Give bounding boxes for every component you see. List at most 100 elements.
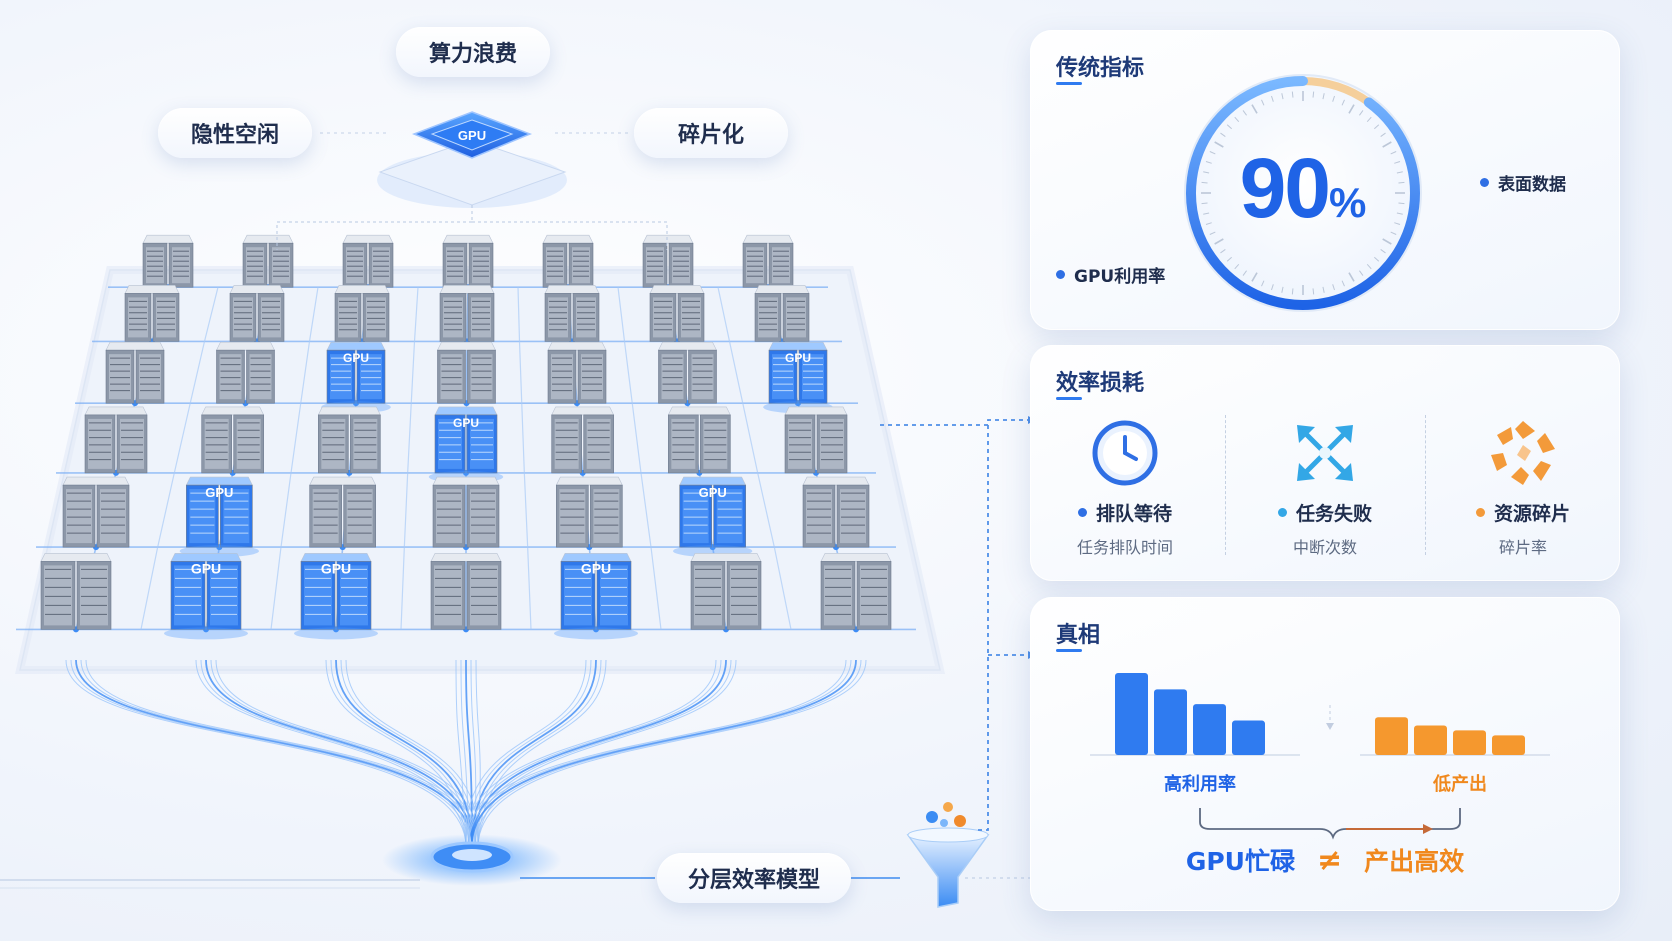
comparison-brace — [1199, 808, 1461, 840]
server-rack — [105, 341, 165, 404]
server-rack — [649, 285, 705, 342]
fiber-line — [465, 659, 587, 846]
gauge-tick — [1226, 124, 1232, 130]
low-output-bar — [1453, 730, 1486, 755]
gauge-tick — [1348, 272, 1355, 282]
traditional-title: 传统指标 — [1056, 56, 1145, 81]
fiber-line — [345, 659, 479, 846]
gauge-tick — [1226, 256, 1232, 262]
high-label: 高利用率 — [1164, 774, 1236, 795]
connector-lines — [0, 132, 900, 889]
grid-line — [517, 287, 532, 630]
metric-queue-title: 排队等待 — [1095, 503, 1172, 525]
high-utilization-bar — [1115, 673, 1148, 755]
truth-bar-chart — [1090, 673, 1550, 840]
fiber-line — [340, 659, 476, 846]
grid-line — [270, 287, 319, 630]
chip-label: GPU — [458, 128, 486, 143]
server-rack — [551, 406, 615, 474]
server-rack — [742, 234, 794, 288]
fiber-line — [465, 659, 473, 846]
fiber-line — [455, 659, 467, 846]
server-rack — [62, 476, 130, 548]
server-rack — [784, 406, 848, 474]
high-utilization-bar — [1193, 704, 1226, 755]
metric-queue-title-row: 排队等待 — [1030, 499, 1220, 526]
metric-dot — [1277, 508, 1287, 517]
metric-queue-sub: 任务排队时间 — [1076, 538, 1173, 557]
server-rack — [690, 553, 762, 630]
gauge-tick — [1380, 249, 1386, 254]
waste-label: 算力浪费 — [396, 27, 550, 77]
gauge-tick — [1201, 202, 1208, 205]
gpu-server-rack: GPU — [554, 553, 638, 640]
truth-title: 真相 — [1056, 623, 1101, 648]
gauge-tick — [1271, 284, 1274, 291]
gauge-tick — [1332, 284, 1335, 291]
grid-line — [140, 287, 219, 630]
fiber-line — [195, 659, 467, 846]
metric-fragment-sub: 碎片率 — [1498, 538, 1547, 557]
output-efficient-text: 产出高效 — [1364, 847, 1465, 876]
traditional-metric-card: 传统指标 90% 表面数据 GPU利用率 — [1030, 30, 1620, 330]
metric-queue: 排队等待 任务排队时间 — [1030, 417, 1220, 558]
gauge-tick — [1205, 161, 1212, 164]
gauge-tick — [1366, 116, 1372, 122]
gauge-tick — [1209, 231, 1216, 235]
gauge-tick — [1341, 280, 1345, 287]
gauge-tick — [1281, 286, 1284, 293]
gauge-remainder-arc — [1299, 77, 1373, 107]
metric-failure: 任务失败 中断次数 — [1230, 417, 1420, 558]
grid-line — [617, 287, 662, 630]
gpu-busy-text: GPU忙碌 — [1185, 847, 1295, 876]
gpu-server-rack: GPU — [179, 476, 259, 558]
legend-gpu-utilization: GPU利用率 — [1056, 262, 1165, 287]
rack-gpu-label: GPU — [191, 560, 221, 576]
server-rack — [754, 285, 810, 342]
legend-surface-label: 表面数据 — [1498, 175, 1566, 195]
server-rack — [439, 285, 495, 342]
grid-line — [717, 287, 792, 630]
gauge-tick — [1396, 171, 1403, 174]
gauge-number: 90 — [1239, 141, 1331, 235]
gpu-server-rack: GPU — [763, 341, 833, 414]
idle-label: 隐性空闲 — [158, 108, 312, 158]
legend-dot — [1056, 270, 1065, 279]
fiber-line — [70, 659, 470, 846]
gauge-tick — [1291, 288, 1294, 295]
rack-gpu-label: GPU — [343, 351, 369, 365]
fiber-line — [325, 659, 467, 846]
gauge-tick — [1322, 93, 1325, 100]
rack-gpu-label: GPU — [321, 560, 351, 576]
funnel-icon — [906, 802, 990, 908]
gauge-tick — [1214, 141, 1224, 148]
title-accent — [1056, 82, 1082, 85]
divider-arrow — [1326, 723, 1334, 730]
gauge-tick — [1312, 91, 1315, 98]
brace-arrowhead — [1423, 824, 1433, 834]
fiber-line — [465, 659, 717, 846]
title-accent — [1056, 397, 1082, 400]
metric-divider — [1225, 415, 1227, 555]
gauge-tick — [1261, 280, 1265, 287]
gauge-tick — [1374, 124, 1380, 130]
gauge-ticks — [1201, 91, 1405, 295]
gauge-tick — [1251, 104, 1258, 114]
low-output-bar — [1492, 735, 1525, 755]
gauge-tick — [1291, 91, 1294, 98]
server-rack — [342, 234, 394, 288]
gauge-tick — [1251, 272, 1258, 282]
gauge-tick — [1312, 288, 1315, 295]
title-accent — [1056, 649, 1082, 652]
fiber-line — [471, 659, 857, 846]
metric-failure-title: 任务失败 — [1295, 503, 1372, 525]
gauge-tick — [1366, 264, 1372, 270]
gpu-server-rack: GPU — [164, 553, 248, 640]
rack-gpu-label: GPU — [205, 485, 233, 500]
fiber-line — [75, 659, 473, 846]
gauge-tick — [1281, 93, 1284, 100]
fiber-line — [85, 659, 479, 846]
server-rack — [802, 476, 870, 548]
gauge-tick — [1203, 212, 1210, 215]
gauge-tick — [1209, 151, 1216, 155]
